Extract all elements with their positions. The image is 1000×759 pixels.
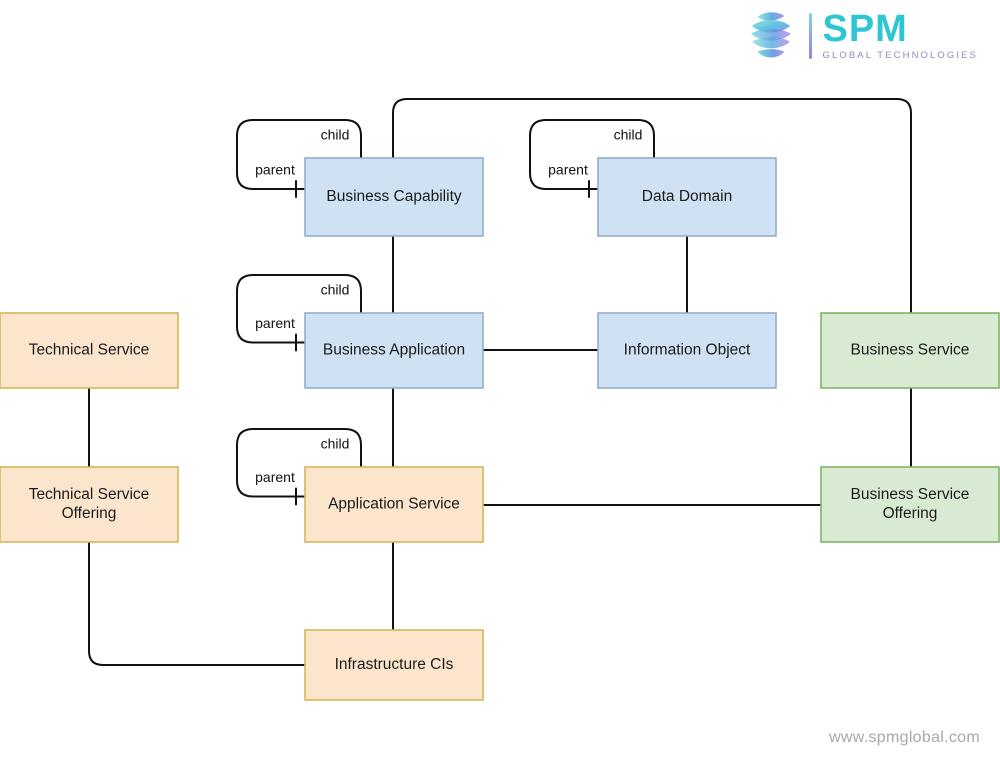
entity-node-information_object[interactable]: Information Object	[597, 312, 777, 389]
connector	[236, 274, 362, 344]
entity-box[interactable]	[820, 312, 1000, 389]
brand-tagline: GLOBAL TECHNOLOGIES	[822, 50, 978, 61]
connector	[392, 98, 912, 313]
spm-globe-logo-icon	[743, 8, 799, 64]
entity-node-infrastructure_cis[interactable]: Infrastructure CIs	[304, 629, 484, 701]
entity-label: Business Service	[851, 342, 970, 359]
connector	[529, 119, 655, 190]
edge-label-parent: parent	[255, 469, 295, 485]
edges-layer: child parent child parent child parent child pa…	[80, 98, 920, 671]
entity-node-application_service[interactable]: Application Service	[304, 466, 484, 543]
entity-box[interactable]	[597, 312, 777, 389]
edge-label-child: child	[321, 282, 350, 298]
entity-node-business_service[interactable]: Business Service	[820, 312, 1000, 389]
entity-box[interactable]	[820, 466, 1000, 543]
edge-label-parent: parent	[255, 162, 295, 178]
entity-box[interactable]	[304, 312, 484, 389]
edge-label-child: child	[614, 127, 643, 143]
connector	[88, 542, 305, 666]
brand-text: SPM GLOBAL TECHNOLOGIES	[822, 8, 978, 61]
entity-label: Business Service	[851, 486, 970, 503]
entity-label: Application Service	[328, 496, 460, 513]
entity-label: Data Domain	[642, 188, 732, 205]
entity-box[interactable]	[0, 312, 179, 389]
self-reference-loop: child parent	[529, 119, 660, 198]
edge-label-parent: parent	[255, 315, 295, 331]
entity-box[interactable]	[597, 157, 777, 237]
entity-box[interactable]	[0, 466, 179, 543]
entity-label: Infrastructure CIs	[335, 656, 454, 673]
brand-logo: SPM GLOBAL TECHNOLOGIES	[743, 8, 978, 64]
website-watermark: www.spmglobal.com	[829, 729, 980, 746]
edge-label-child: child	[321, 127, 350, 143]
entity-box[interactable]	[304, 629, 484, 701]
nodes-layer: Business Capability Data DomainTechnical …	[0, 157, 1000, 701]
entity-label: Offering	[883, 505, 938, 522]
entity-label: Offering	[62, 505, 117, 522]
entity-node-business_capability[interactable]: Business Capability	[304, 157, 484, 237]
connector	[236, 119, 362, 190]
entity-label: Business Capability	[326, 188, 462, 205]
entity-label: Business Application	[323, 342, 465, 359]
entity-label: Technical Service	[29, 342, 150, 359]
entity-label: Technical Service	[29, 486, 150, 503]
brand-name: SPM	[822, 8, 908, 50]
edge-label-child: child	[321, 436, 350, 452]
logo-divider	[809, 13, 813, 59]
entity-node-data_domain[interactable]: Data Domain	[597, 157, 777, 237]
entity-box[interactable]	[304, 466, 484, 543]
connector	[236, 428, 362, 498]
entity-label: Information Object	[624, 342, 751, 359]
entity-node-business_application[interactable]: Business Application	[304, 312, 484, 389]
edge-label-parent: parent	[548, 162, 588, 178]
entity-node-technical_service[interactable]: Technical Service	[0, 312, 179, 389]
entity-box[interactable]	[304, 157, 484, 237]
